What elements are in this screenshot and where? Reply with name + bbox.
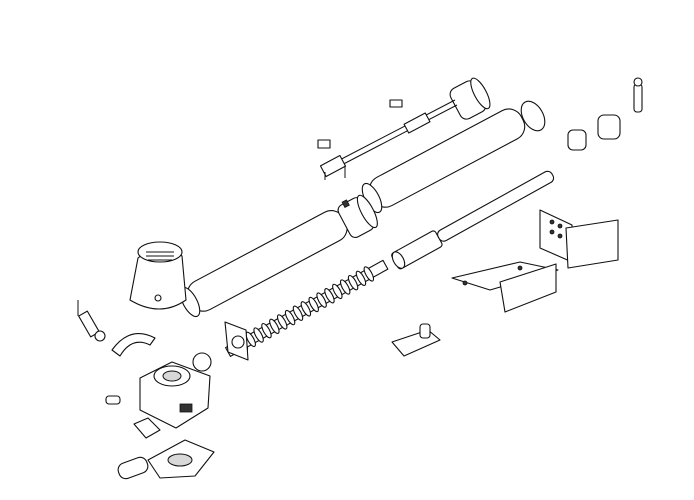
rear-pin: [633, 77, 643, 113]
capacitor: [117, 456, 149, 480]
bottom-cover: [147, 439, 215, 479]
screw-thread: [339, 279, 351, 295]
push-rod: [391, 170, 555, 270]
screw-thread: [308, 296, 319, 313]
motor-cover: [129, 241, 187, 310]
screw-thread: [363, 266, 375, 282]
tube-connector-sleeve: [337, 194, 378, 238]
front-bracket: [391, 323, 441, 357]
clip: [105, 395, 121, 405]
screw-thread: [253, 327, 264, 343]
screw-thread: [276, 314, 288, 330]
screw-thread: [245, 331, 256, 348]
screw-thread: [300, 301, 312, 317]
bushing-a: [567, 129, 587, 151]
bushing-b: [597, 114, 621, 140]
rear-bracket-base: [451, 261, 559, 313]
screw-thread: [324, 288, 335, 304]
upper-tube: [361, 108, 526, 214]
screw-thread: [347, 274, 359, 291]
limit-switch-assembly: [317, 99, 458, 180]
screw-thread: [355, 270, 367, 287]
screw-thread: [269, 318, 280, 335]
cable-gland: [133, 417, 161, 439]
screw-thread: [292, 305, 304, 321]
rear-bracket-upright: [539, 209, 619, 269]
release-pin: [77, 300, 106, 342]
end-cap: [449, 77, 491, 120]
screw-thread: [316, 292, 327, 308]
screw-thread: [261, 322, 272, 339]
rear-plate: [520, 100, 546, 132]
gearbox-housing: [139, 352, 212, 429]
cable-clamp: [111, 333, 156, 357]
screw-thread: [332, 283, 343, 300]
front-flange: [224, 321, 249, 361]
